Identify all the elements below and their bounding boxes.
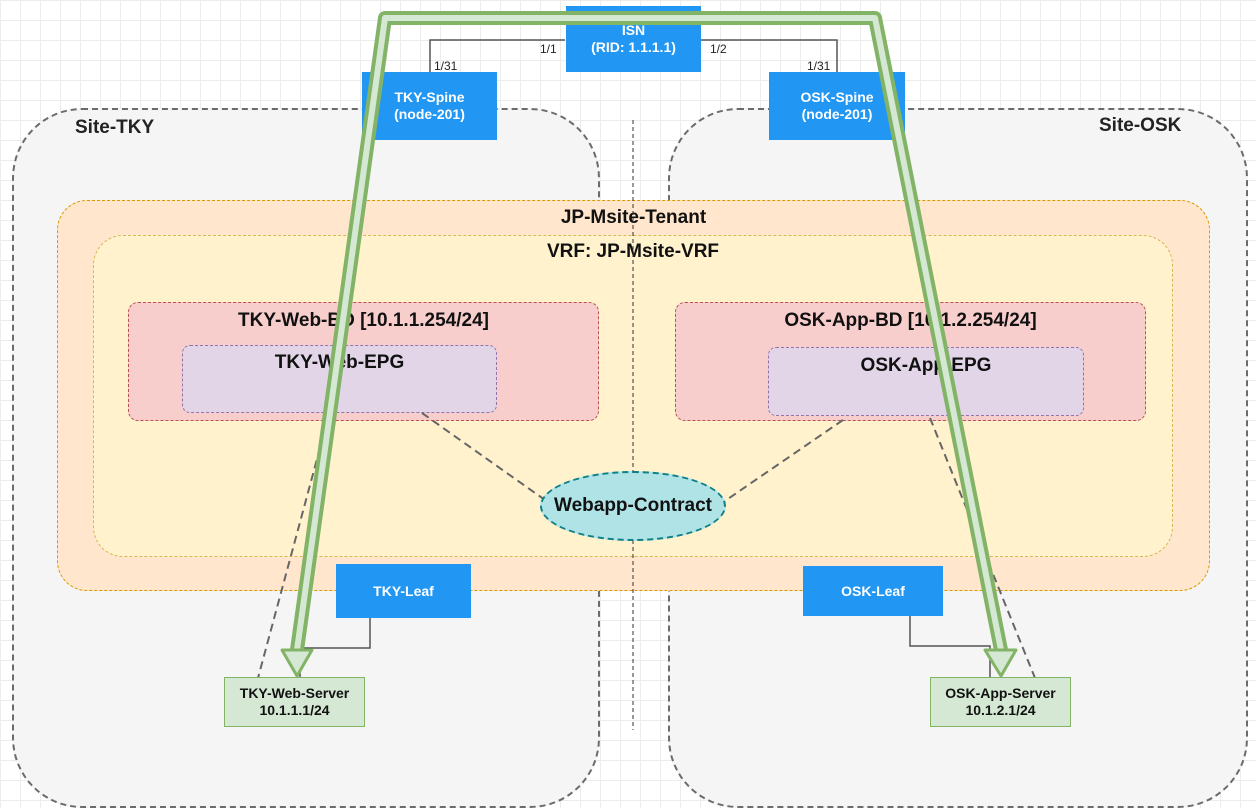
site-tky-label: Site-TKY <box>75 117 155 138</box>
osk-leaf-name: OSK-Leaf <box>841 582 905 599</box>
traffic-path-arrow <box>280 11 1018 678</box>
tky-server-ip: 10.1.1.1/24 <box>259 702 330 718</box>
port-osk-spine: 1/31 <box>807 59 831 73</box>
bd-osk-label: OSK-App-BD [10.1.2.254/24] <box>784 310 1037 331</box>
osk-leaf[interactable]: OSK-Leaf <box>803 566 943 616</box>
webapp-contract[interactable]: Webapp-Contract <box>540 471 726 541</box>
port-isn-osk: 1/2 <box>710 42 727 56</box>
tky-server-name: TKY-Web-Server <box>239 685 350 701</box>
tky-spine-node: (node-201) <box>394 106 465 122</box>
osk-app-server[interactable]: OSK-App-Server 10.1.2.1/24 <box>930 677 1071 727</box>
epg-osk-label: OSK-App-EPG <box>860 355 992 376</box>
tky-spine-name: TKY-Spine <box>394 89 465 105</box>
bd-tky-label: TKY-Web-BD [10.1.1.254/24] <box>238 310 489 331</box>
isn-rid: (RID: 1.1.1.1) <box>591 39 676 55</box>
osk-spine-name: OSK-Spine <box>800 89 874 105</box>
epg-osk <box>768 347 1084 416</box>
site-osk-label: Site-OSK <box>1099 115 1182 136</box>
tky-leaf[interactable]: TKY-Leaf <box>336 564 471 618</box>
tky-leaf-name: TKY-Leaf <box>373 582 434 599</box>
osk-spine-node: (node-201) <box>801 106 873 122</box>
osk-server-name: OSK-App-Server <box>945 685 1056 701</box>
connector-lines <box>257 39 1036 730</box>
tky-web-server[interactable]: TKY-Web-Server 10.1.1.1/24 <box>224 677 365 727</box>
osk-server-ip: 10.1.2.1/24 <box>965 702 1036 718</box>
isn-name: ISN <box>621 22 646 38</box>
osk-spine[interactable]: OSK-Spine (node-201) <box>769 72 905 140</box>
port-tky-spine: 1/31 <box>434 59 458 73</box>
port-isn-tky: 1/1 <box>540 42 557 56</box>
vrf-label: VRF: JP-Msite-VRF <box>546 241 720 262</box>
tenant-label: JP-Msite-Tenant <box>560 207 707 228</box>
tky-spine[interactable]: TKY-Spine (node-201) <box>362 72 497 140</box>
